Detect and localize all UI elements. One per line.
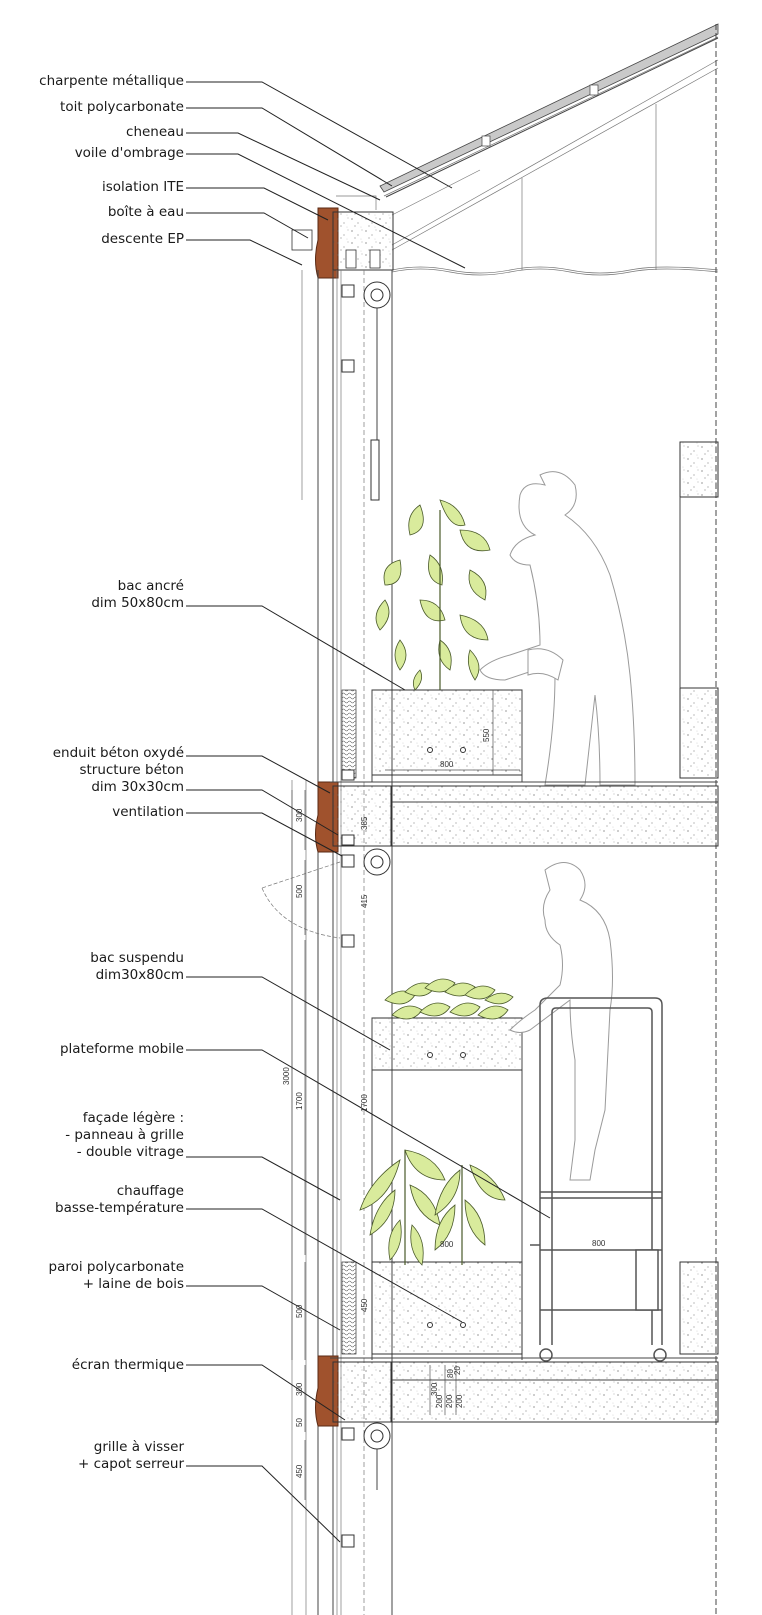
label-toit-text: toit polycarbonate <box>60 99 184 115</box>
mobile-platform <box>530 997 667 1362</box>
label-bac-suspendu-line2: dim30x80cm <box>95 967 184 983</box>
upper-planter <box>341 689 523 782</box>
label-ventilation-text: ventilation <box>112 804 184 820</box>
shade-roller-upper <box>341 281 391 501</box>
dim-550: 550 <box>482 728 491 742</box>
dim-200-slab-c: 200 <box>455 1394 464 1408</box>
label-paroi: paroi polycarbonate + laine de bois <box>49 1259 184 1293</box>
dim-300-slab: 300 <box>430 1382 439 1396</box>
dim-200-slab-b: 200 <box>445 1394 454 1408</box>
label-boite-text: boîte à eau <box>107 204 184 220</box>
label-enduit-line: enduit béton oxydé <box>52 745 184 761</box>
label-bac-suspendu-line1: bac suspendu <box>90 950 184 966</box>
dim-300-bottom: 300 <box>295 1382 304 1396</box>
dim-20: 20 <box>453 1366 462 1375</box>
dim-800-upper: 800 <box>440 760 454 769</box>
label-facade-line3: - double vitrage <box>76 1144 184 1160</box>
middle-slab <box>261 769 719 948</box>
dimension-lines <box>291 690 520 1500</box>
label-ecran-text: écran thermique <box>71 1357 184 1373</box>
label-facade-line2: - panneau à grille <box>65 1127 184 1143</box>
label-enduit: enduit béton oxydé structure béton dim 3… <box>53 745 184 796</box>
label-chauffage-line1: chauffage <box>116 1183 184 1199</box>
dim-415: 415 <box>360 894 369 908</box>
label-facade: façade légère : - panneau à grille - dou… <box>65 1110 184 1161</box>
bottom-slab <box>315 1355 719 1548</box>
upper-plant <box>375 499 491 691</box>
label-descente: descente EP <box>101 231 184 248</box>
lower-plant <box>359 1149 506 1266</box>
label-paroi-line1: paroi polycarbonate <box>48 1259 184 1275</box>
label-cheneau: cheneau <box>126 124 184 141</box>
label-grille-line2: + capot serreur <box>77 1456 184 1472</box>
dim-200-slab-a: 200 <box>435 1394 444 1408</box>
label-bac-ancre-line2: dim 50x80cm <box>91 595 184 611</box>
label-structure-line: structure béton <box>79 762 184 778</box>
label-grille: grille à visser + capot serreur <box>78 1439 184 1473</box>
label-bac-suspendu: bac suspendu dim30x80cm <box>90 950 184 984</box>
lower-planter <box>341 1261 719 1355</box>
label-toit: toit polycarbonate <box>60 99 184 116</box>
top-beam <box>291 195 394 279</box>
label-facade-line1: façade légère : <box>82 1110 184 1126</box>
dim-300-mid: 300 <box>295 808 304 822</box>
dim-450-planter: 450 <box>360 1298 369 1312</box>
label-cheneau-text: cheneau <box>126 124 184 140</box>
label-plateforme: plateforme mobile <box>60 1041 184 1058</box>
dim-500-lower: 500 <box>295 1304 304 1318</box>
label-voile-text: voile d'ombrage <box>74 145 184 161</box>
dim-1700-left: 1700 <box>295 1092 304 1110</box>
dim-1700-right: 1700 <box>360 1094 369 1112</box>
label-voile: voile d'ombrage <box>75 145 184 162</box>
upper-person-silhouette <box>479 471 636 786</box>
label-isolation-text: isolation ITE <box>102 179 184 195</box>
dim-500-upper: 500 <box>295 884 304 898</box>
dim-800-platform: 800 <box>592 1239 606 1248</box>
dim-450-bottom: 450 <box>295 1464 304 1478</box>
label-charpente: charpente métallique <box>39 73 184 90</box>
label-bac-ancre-line1: bac ancré <box>117 578 184 594</box>
label-descente-text: descente EP <box>101 231 184 247</box>
label-bac-ancre: bac ancré dim 50x80cm <box>91 578 184 612</box>
label-ecran: écran thermique <box>72 1357 184 1374</box>
right-column-upper <box>679 441 719 779</box>
dim-3000: 3000 <box>282 1067 291 1085</box>
dim-385: 385 <box>360 816 369 830</box>
label-charpente-text: charpente métallique <box>39 73 184 89</box>
label-ventilation: ventilation <box>112 804 184 821</box>
label-grille-line1: grille à visser <box>93 1439 184 1455</box>
label-structure-dim-line: dim 30x30cm <box>91 779 184 795</box>
label-isolation: isolation ITE <box>102 179 184 196</box>
label-chauffage-line2: basse-température <box>55 1200 184 1216</box>
dim-800-lower: 800 <box>440 1240 454 1249</box>
dim-80: 80 <box>446 1369 455 1378</box>
label-chauffage: chauffage basse-température <box>55 1183 184 1217</box>
dim-50: 50 <box>295 1418 304 1427</box>
label-paroi-line2: + laine de bois <box>82 1276 184 1292</box>
label-boite: boîte à eau <box>108 204 184 221</box>
label-plateforme-text: plateforme mobile <box>59 1041 184 1057</box>
suspended-plant <box>384 978 514 1020</box>
